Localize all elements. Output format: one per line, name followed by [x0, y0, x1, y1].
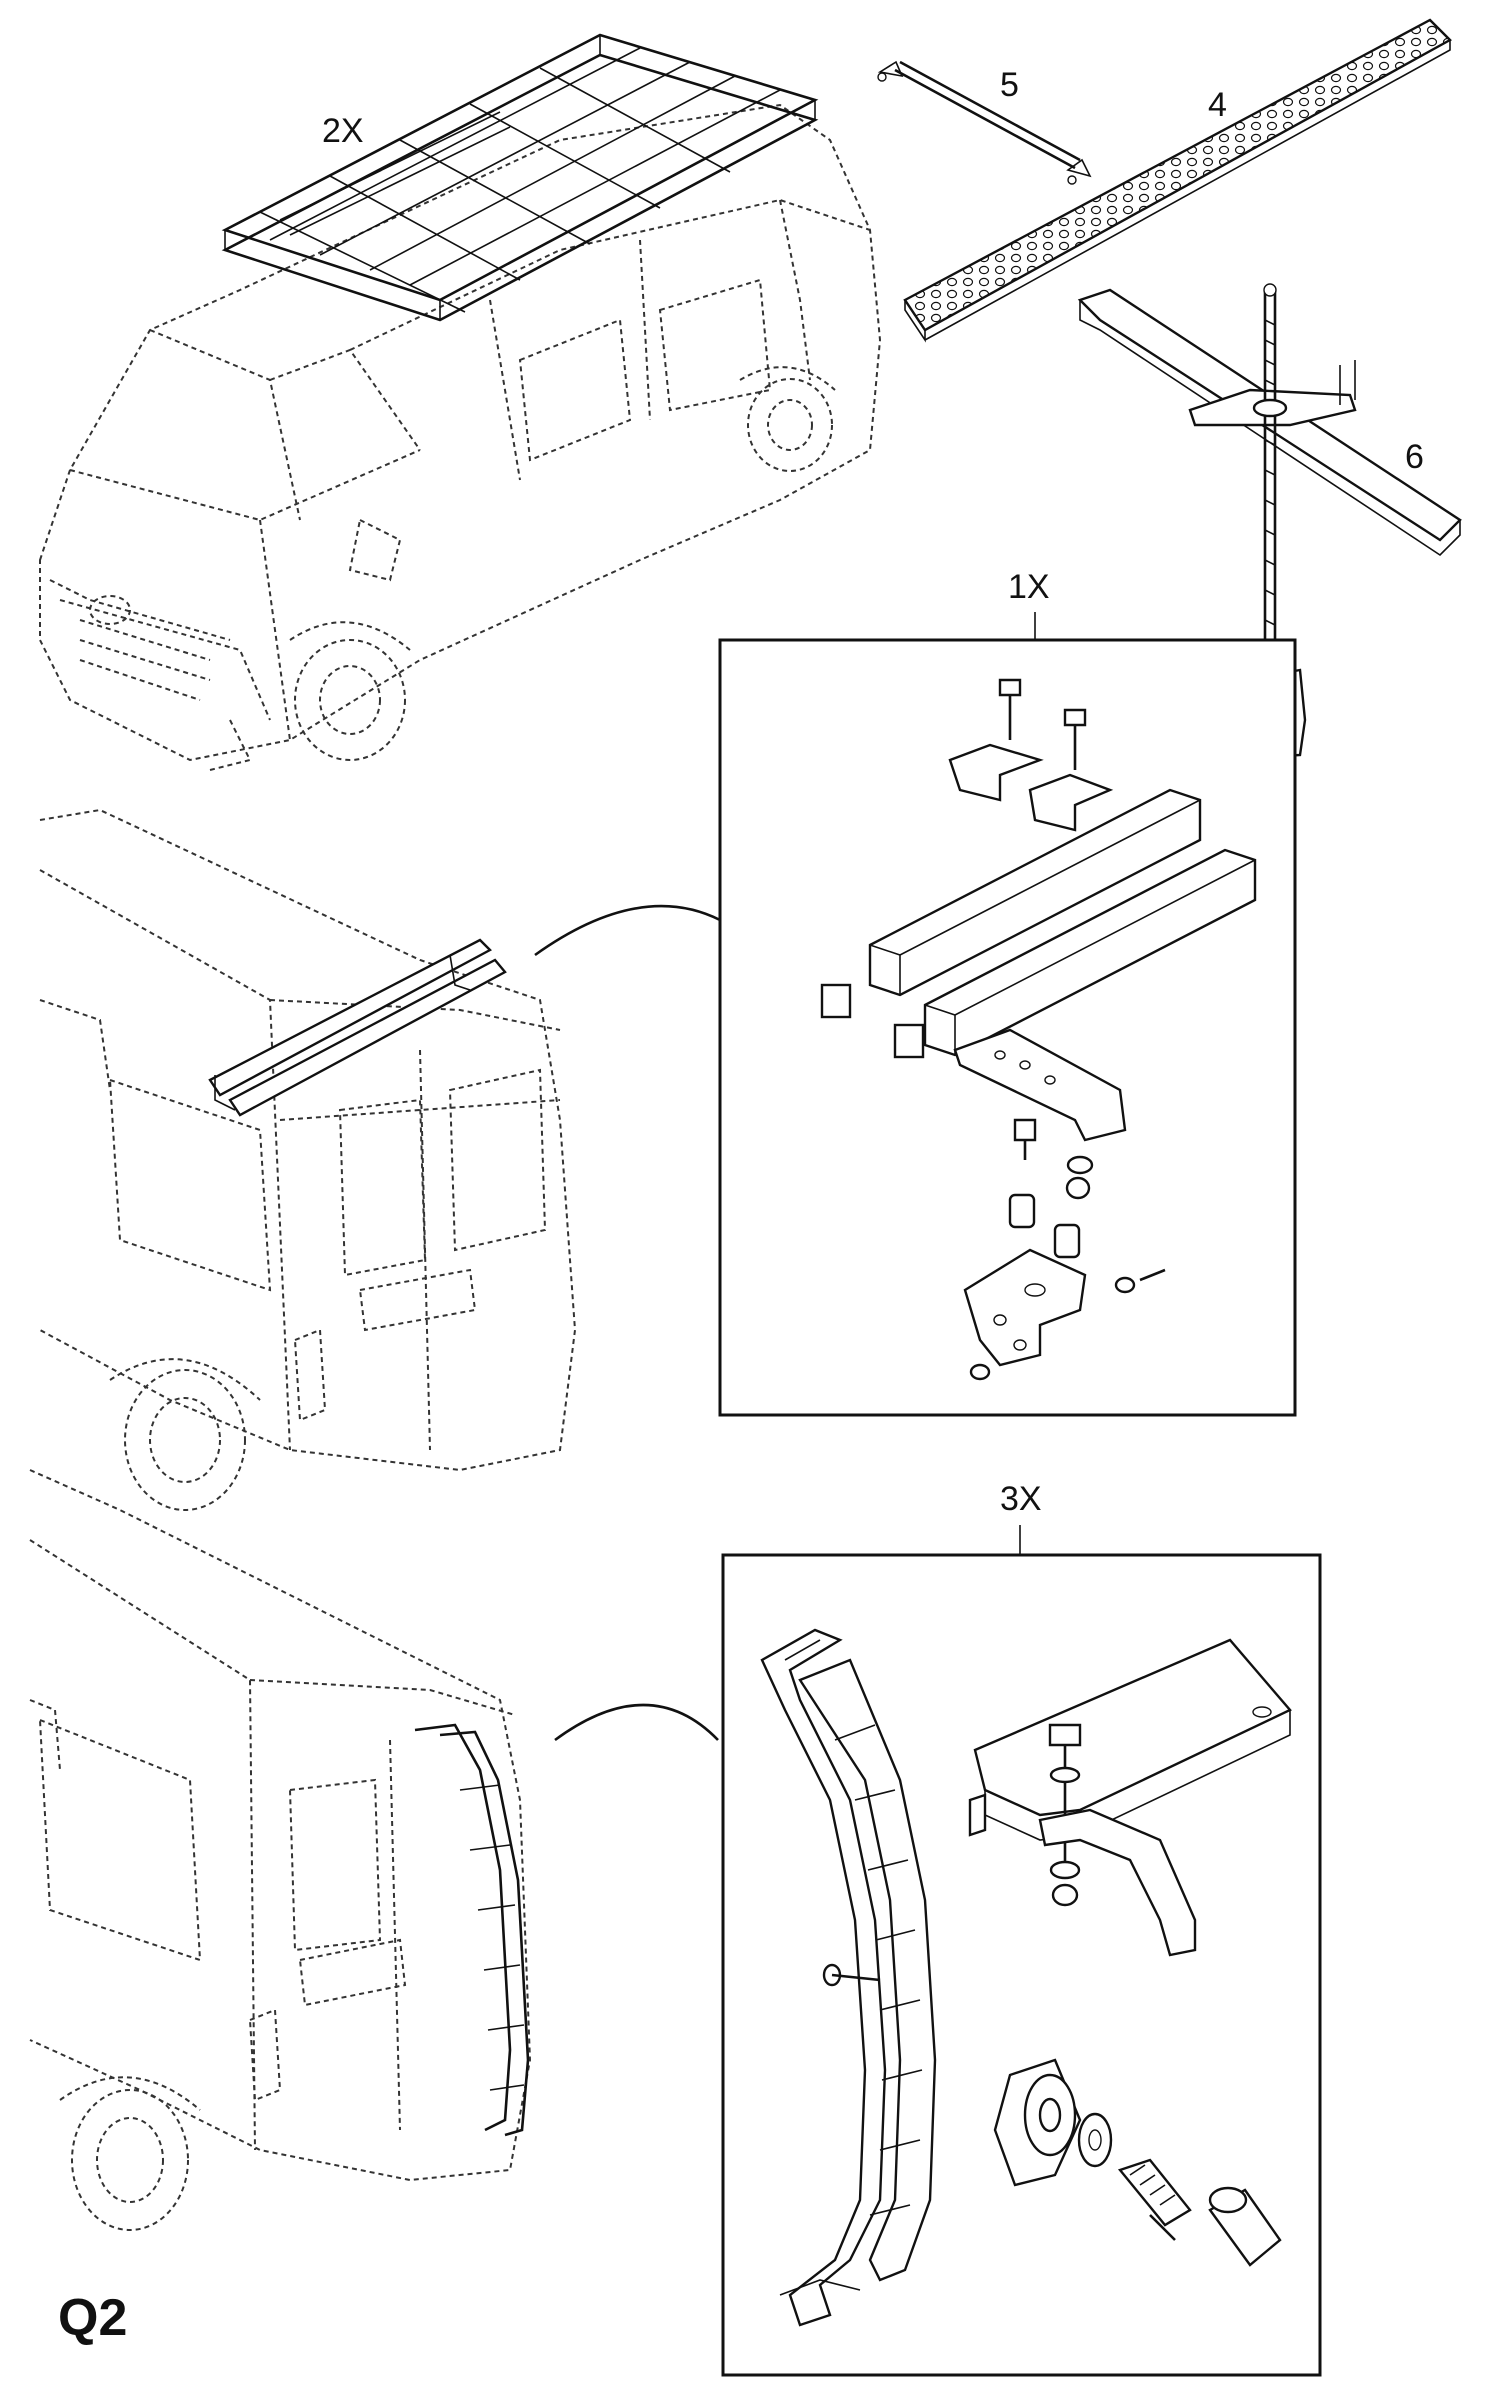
van-front-view [39, 33, 882, 771]
rubber-bushing [993, 2058, 1082, 2187]
ladder-quantity-label: 3X [1000, 1480, 1042, 1518]
roof-rack [221, 33, 819, 322]
part-4-tread-plate [903, 18, 1452, 343]
roof-rack-quantity-label: 2X [322, 112, 364, 150]
roof-bars-kit-box [718, 612, 1297, 1417]
part-5-label: 5 [1000, 66, 1019, 104]
roof-bars [208, 938, 507, 1117]
roof-bars-quantity-label: 1X [1008, 568, 1050, 606]
rear-ladder [414, 1723, 530, 2137]
part-5-stay-bar [877, 60, 1092, 185]
callout-ladder [554, 1703, 719, 1742]
van-rear-view-ladder [29, 1469, 532, 2231]
part-4-label: 4 [1208, 86, 1227, 124]
part-6-label: 6 [1405, 438, 1424, 476]
page-code: Q2 [58, 2289, 128, 2347]
callout-roof-bars [534, 904, 721, 957]
ladder-kit-box [721, 1525, 1322, 2377]
van-rear-view-roof-bars [39, 808, 577, 1511]
